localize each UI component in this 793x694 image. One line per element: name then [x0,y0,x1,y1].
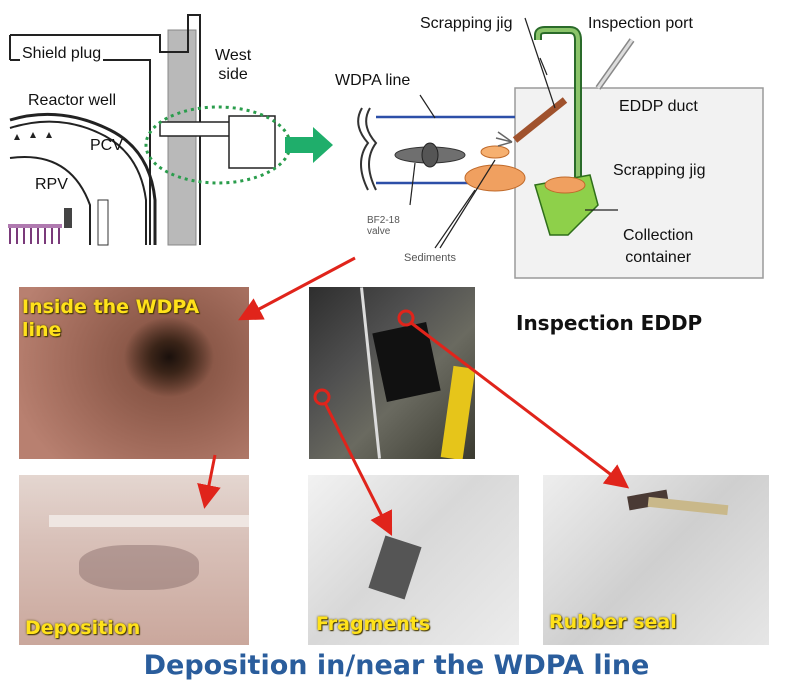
shield-plug-label: Shield plug [20,45,104,63]
collection-container-label: Collection container [623,227,694,266]
green-arrow-icon [285,127,333,163]
highlight-circle-top [397,309,415,327]
arrow-pipe-to-inside [238,256,356,321]
west-side-label: West side [215,47,252,83]
inspection-eddp-heading: Inspection EDDP [516,311,703,335]
scrapping-jig-arm [512,97,568,143]
arrow-eddp-to-fragments [323,402,393,537]
deposition-label: Deposition [25,617,141,639]
photo-rubber-seal [543,475,769,645]
wdpa-line-label: WDPA line [335,72,411,89]
arrow-inside-to-deposition [197,454,221,509]
rubber-seal-label: Rubber seal [549,611,677,633]
pcv-label: PCV [90,137,123,154]
inside-wdpa-label: Inside the WDPA line [22,296,200,341]
eddp-diagram [357,17,764,279]
fuel-rods [9,225,60,244]
rpv-label: RPV [35,176,68,193]
fragments-label: Fragments [316,613,431,635]
sediments-label: Sediments [404,252,456,264]
valve-label: BF2-18 valve [367,215,400,237]
pcv-dome [9,112,157,245]
reactor-well-label: Reactor well [28,92,117,109]
concrete-wall [168,30,196,245]
photo-inside-wdpa [19,287,249,459]
highlight-circle-left [313,388,331,406]
photo-inspection-eddp [309,287,475,459]
figure-caption: Deposition in/near the WDPA line [143,650,650,681]
rpv-vessel [9,156,91,245]
reactor-schematic [8,14,292,246]
eddp-duct-label: EDDP duct [619,98,698,115]
inspection-port-label: Inspection port [588,15,693,32]
arrow-eddp-to-rubber-seal [409,320,630,489]
scrapping-jig-top-label: Scrapping jig [420,15,513,32]
scrapping-jig-right-label: Scrapping jig [613,162,706,179]
photo-fragments [308,475,519,645]
